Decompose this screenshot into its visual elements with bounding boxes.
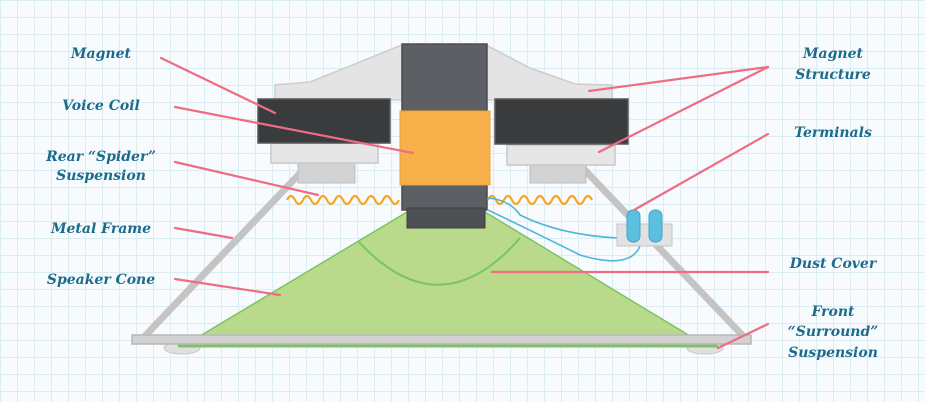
terminal-2 — [648, 209, 663, 243]
label-terminals: Terminals — [794, 125, 872, 141]
metal-frame-base — [131, 334, 752, 345]
label-rear-spider-2: Suspension — [56, 168, 146, 184]
dust-cover — [357, 237, 521, 286]
voice-coil — [399, 110, 491, 186]
rear-spider-left — [286, 194, 400, 206]
label-magnet-structure-2: Structure — [795, 67, 871, 83]
metal-frame-right — [577, 162, 748, 341]
lower-plate-right — [506, 144, 616, 166]
wire-2 — [487, 209, 641, 262]
label-voice-coil: Voice Coil — [62, 98, 140, 114]
label-front-surround-2: “Surround” — [788, 324, 879, 340]
leader-rear-spider — [173, 160, 320, 197]
pole-piece-bottom — [406, 207, 486, 229]
leader-terminals — [632, 132, 770, 212]
terminal-1 — [626, 209, 641, 243]
leader-magnet — [159, 56, 277, 115]
leader-metal-frame — [173, 226, 234, 240]
leader-speaker-cone — [173, 277, 282, 297]
label-front-surround-1: Front — [810, 304, 855, 320]
magnet-structure-upper-left — [274, 43, 403, 101]
label-front-surround-3: Suspension — [788, 345, 878, 361]
leader-voice-coil — [173, 105, 415, 155]
label-rear-spider-1: Rear “Spider” — [45, 149, 156, 165]
label-magnet-structure-1: Magnet — [802, 46, 863, 62]
lower-plate-left — [270, 142, 379, 164]
wire-1 — [487, 197, 619, 239]
rear-spider-right — [487, 194, 593, 206]
label-magnet: Magnet — [70, 46, 131, 62]
leader-magnet-structure-1 — [587, 65, 770, 93]
metal-frame-left — [140, 165, 308, 341]
leader-front-surround — [716, 322, 770, 350]
label-metal-frame: Metal Frame — [50, 221, 151, 237]
terminal-block — [616, 223, 673, 247]
label-dust-cover: Dust Cover — [789, 256, 878, 272]
magnet-structure-upper-right — [485, 43, 613, 101]
label-speaker-cone: Speaker Cone — [47, 272, 155, 288]
leader-magnet-structure-2 — [597, 65, 770, 154]
magnet-right — [494, 98, 629, 145]
